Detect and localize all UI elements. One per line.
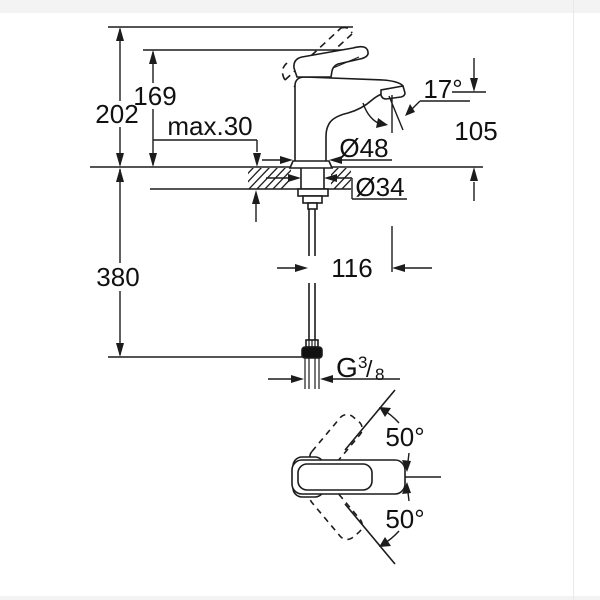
dimension-g38 xyxy=(268,375,400,383)
arrowhead xyxy=(405,104,415,116)
arrowhead xyxy=(470,167,478,181)
dimension-380-label: 380 xyxy=(96,262,139,292)
dimension-max30-label: max.30 xyxy=(167,111,252,141)
arrowhead xyxy=(295,264,308,272)
supply-tube-lower xyxy=(308,283,316,341)
top-view: 50° 50° xyxy=(291,389,441,565)
fitting-rib-lines xyxy=(308,340,316,347)
arrowhead xyxy=(116,153,124,167)
arrowhead xyxy=(324,174,337,182)
thread-numerator-label: 3 xyxy=(358,353,367,372)
arrowhead xyxy=(116,343,124,357)
spout-aerator xyxy=(380,85,406,100)
reference-lines xyxy=(90,26,483,358)
handle-detail-line xyxy=(332,56,360,69)
dimension-380 xyxy=(94,168,144,357)
thread-label-g38: G 3 / 8 xyxy=(336,352,384,384)
arrowhead xyxy=(149,153,157,167)
side-view: 202 169 max.30 105 17° Ø48 Ø34 116 380 G… xyxy=(90,26,498,389)
dimension-116-label: 116 xyxy=(331,253,372,283)
arrowhead xyxy=(252,190,260,204)
swivel-indicator-lower xyxy=(379,482,411,547)
dimension-diameter-34 xyxy=(266,174,407,200)
faucet-handle xyxy=(293,45,369,78)
dimension-diameter-48 xyxy=(262,156,392,164)
handle-top-view xyxy=(291,459,406,495)
mounting-parts xyxy=(297,168,329,389)
arrowhead xyxy=(149,50,157,64)
dimension-105-label: 105 xyxy=(454,116,497,146)
arrowhead xyxy=(253,153,261,167)
hose-collar xyxy=(307,202,318,210)
arrowhead xyxy=(329,156,342,164)
top-view-labels: 50° 50° xyxy=(385,422,424,534)
arrowhead xyxy=(402,460,411,472)
arrowhead xyxy=(402,482,411,494)
page-top-band xyxy=(0,0,600,13)
faucet xyxy=(281,26,406,169)
arrowhead xyxy=(470,78,478,92)
swivel-extension-line-upper xyxy=(344,389,396,451)
thread-slash-label: / xyxy=(366,356,373,382)
dimension-169 xyxy=(131,50,177,167)
thread-unit-label: G xyxy=(336,352,358,383)
arrowhead xyxy=(116,168,124,182)
dimension-202-label: 202 xyxy=(95,99,138,129)
connection-pipe xyxy=(304,358,320,389)
arrowhead xyxy=(291,375,304,383)
swivel-lower-label: 50° xyxy=(385,504,424,534)
arrowhead xyxy=(392,264,405,272)
supply-fitting xyxy=(301,346,323,359)
mounting-shank xyxy=(300,168,325,189)
dimension-diameter48-label: Ø48 xyxy=(339,133,388,163)
side-view-labels: 202 169 max.30 105 17° Ø48 Ø34 116 380 G… xyxy=(95,74,497,384)
swivel-extension-line-lower xyxy=(344,503,396,565)
dimension-105 xyxy=(452,58,486,201)
dimension-max30 xyxy=(153,139,261,222)
swivel-upper-label: 50° xyxy=(385,422,424,452)
dimension-17deg-label: 17° xyxy=(423,74,462,104)
thread-denominator-label: 8 xyxy=(375,365,384,384)
mounting-washer xyxy=(302,195,323,204)
dimension-169-label: 169 xyxy=(133,81,176,111)
page-bottom-band xyxy=(0,596,600,600)
arrowhead xyxy=(376,118,388,128)
swivel-indicator-upper xyxy=(379,407,411,472)
handle-top-view-inner xyxy=(297,463,373,491)
dimension-17deg xyxy=(362,95,470,133)
faucet-base xyxy=(288,160,334,169)
spout-angle-lines xyxy=(388,95,404,133)
arrowhead xyxy=(379,537,391,547)
handle-rotated-outline-lower xyxy=(308,481,364,541)
arrowhead xyxy=(320,375,333,383)
arrowhead xyxy=(379,407,391,417)
arrowhead xyxy=(116,27,124,41)
supply-tube-upper xyxy=(308,209,316,256)
dimension-202 xyxy=(95,27,141,167)
arrowhead xyxy=(288,174,301,182)
mounting-nut xyxy=(297,188,329,197)
dimension-diameter34-label: Ø34 xyxy=(355,172,404,202)
arrowhead xyxy=(280,156,293,164)
dimension-lines xyxy=(94,27,486,383)
dimension-116 xyxy=(277,226,432,272)
